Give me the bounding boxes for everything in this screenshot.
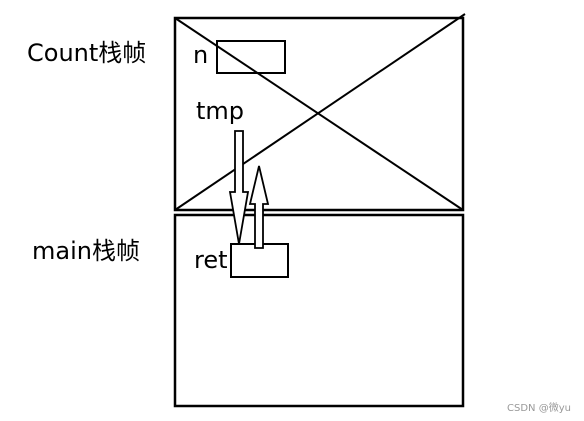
- n-variable-label: n: [193, 41, 208, 69]
- up-arrow: [248, 165, 270, 249]
- n-variable-box: [216, 40, 286, 74]
- count-frame-cross-line-1: [174, 17, 464, 211]
- count-frame-cross-line-2: [174, 13, 466, 211]
- down-arrow: [228, 130, 250, 245]
- tmp-variable-label: tmp: [196, 97, 244, 125]
- ret-variable-box: [230, 243, 289, 278]
- count-frame-label: Count栈帧: [27, 39, 146, 67]
- count-frame-box: [173, 16, 465, 212]
- count-stack-frame: [173, 13, 466, 212]
- csdn-watermark: CSDN @微yu: [507, 401, 571, 414]
- main-frame-box: [173, 213, 465, 408]
- main-frame-label: main栈帧: [32, 237, 140, 265]
- ret-variable-label: ret: [194, 246, 228, 274]
